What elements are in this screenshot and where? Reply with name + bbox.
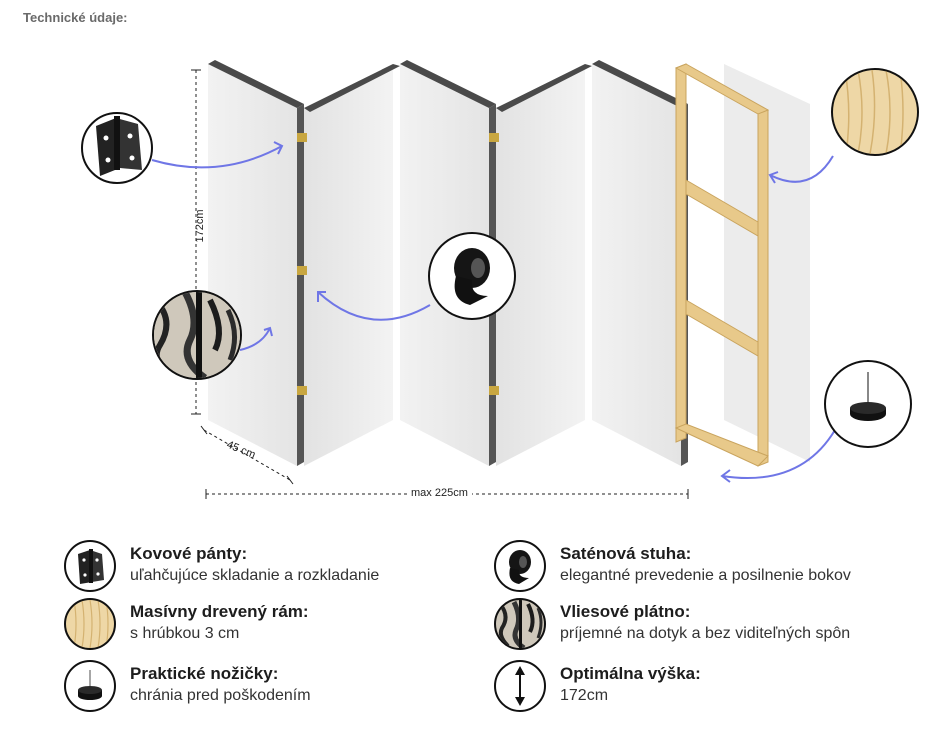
- feature-description: príjemné na dotyk a bez viditeľných spôn: [560, 625, 851, 642]
- feature-title: Masívny drevený rám:: [130, 602, 309, 621]
- feature-title: Kovové pánty:: [130, 544, 248, 563]
- page-title: Technické údaje:: [23, 10, 128, 25]
- feature-metal-hinges: Kovové pánty: uľahčujúce skladanie a roz…: [64, 540, 484, 592]
- canvas-texture-callout-icon: [152, 290, 242, 380]
- width-dimension-label: max 225cm: [407, 487, 472, 499]
- satin-ribbon-icon: [494, 540, 546, 592]
- wood-callout-icon: [831, 68, 919, 156]
- wooden-frame: [674, 63, 770, 467]
- feature-description: chránia pred poškodením: [130, 687, 311, 704]
- feature-fleece-canvas: Vliesové plátno: príjemné na dotyk a bez…: [494, 598, 914, 650]
- feature-practical-feet: Praktické nožičky: chránia pred poškoden…: [64, 660, 484, 712]
- panel-2: [304, 64, 400, 466]
- foot-callout-icon: [824, 360, 912, 448]
- folding-screen-diagram: 172cm 45 cm max 225cm: [81, 60, 919, 499]
- feature-title: Vliesové plátno:: [560, 602, 691, 621]
- foot-icon: [64, 660, 116, 712]
- feature-description: uľahčujúce skladanie a rozkladanie: [130, 567, 380, 584]
- hinge-callout-icon: [81, 112, 153, 184]
- panel-1: [208, 60, 304, 466]
- panel-4: [496, 64, 592, 466]
- panel-5: [592, 60, 688, 466]
- feature-title: Optimálna výška:: [560, 664, 701, 683]
- fleece-canvas-icon: [494, 598, 546, 650]
- feature-description: elegantné prevedenie a posilnenie bokov: [560, 567, 851, 584]
- feature-title: Saténová stuha:: [560, 544, 692, 563]
- feature-description: s hrúbkou 3 cm: [130, 625, 240, 642]
- callout-arrows: [151, 141, 836, 483]
- hinge-icon: [64, 540, 116, 592]
- satin-ribbon-callout-icon: [428, 232, 516, 320]
- height-arrow-icon: [494, 660, 546, 712]
- feature-description: 172cm: [560, 687, 609, 704]
- feature-satin-ribbon: Saténová stuha: elegantné prevedenie a p…: [494, 540, 914, 592]
- feature-solid-wood-frame: Masívny drevený rám: s hrúbkou 3 cm: [64, 598, 484, 650]
- feature-optimal-height: Optimálna výška: 172cm: [494, 660, 914, 712]
- height-dimension-label: 172cm: [194, 209, 206, 243]
- features-list: Kovové pánty: uľahčujúce skladanie a roz…: [0, 540, 949, 740]
- diagram-drawing: [81, 60, 919, 499]
- feature-title: Praktické nožičky:: [130, 664, 279, 683]
- wood-frame-icon: [64, 598, 116, 650]
